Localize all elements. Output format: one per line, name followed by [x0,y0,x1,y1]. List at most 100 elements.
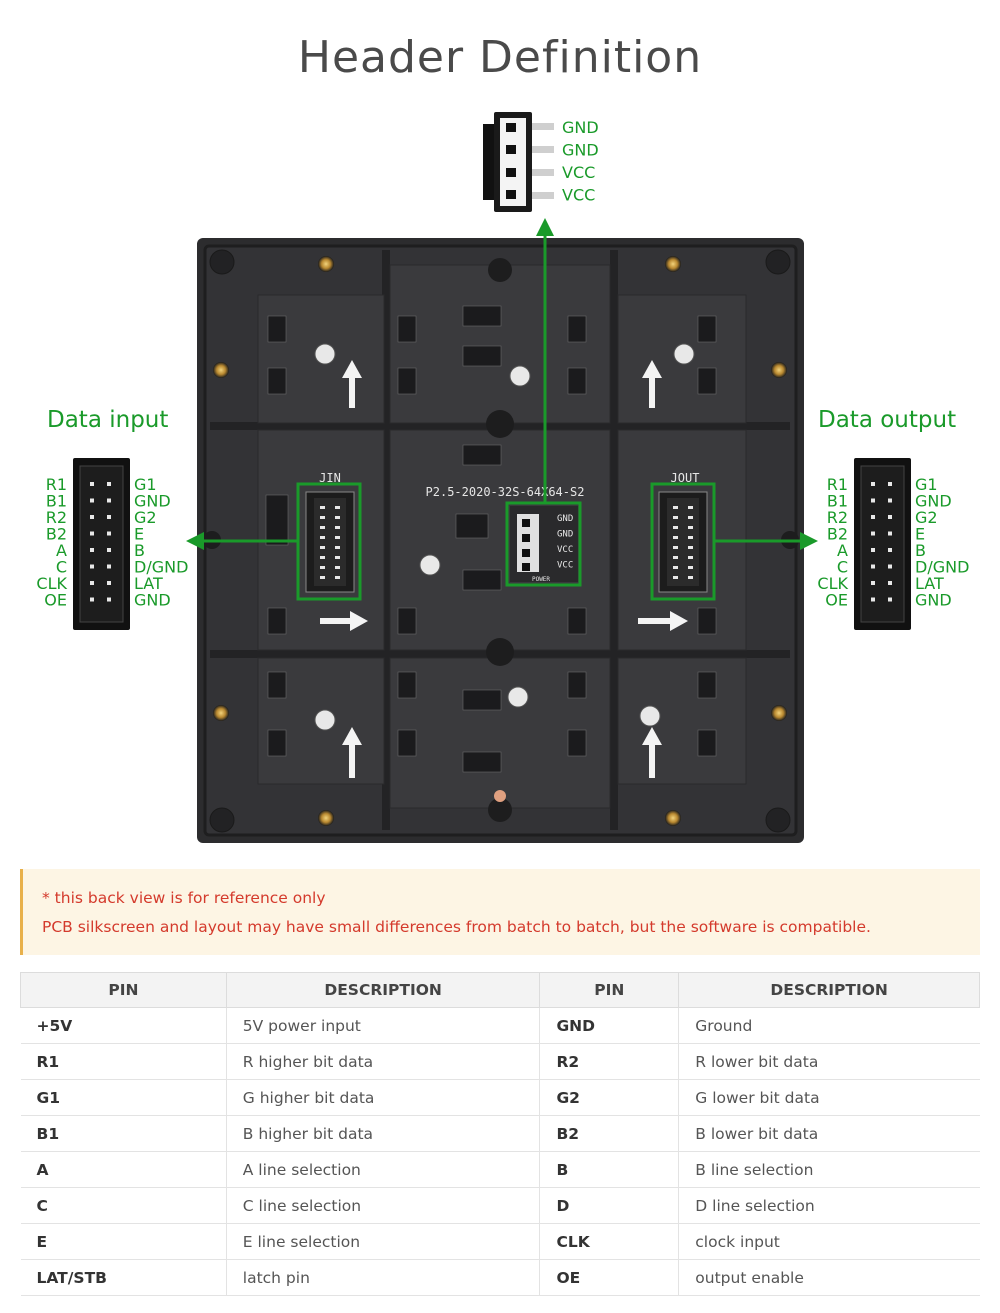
jout-board-connector [658,491,708,593]
data-input-left-pin-label: B2 [46,525,67,544]
description-cell: B higher bit data [225,1115,540,1152]
data-output-right-pin-label: D/GND [915,558,969,577]
page-title: Header Definition [297,32,703,83]
data-input-left-pin-label: C [56,558,67,577]
pin-hole [888,498,892,503]
data-input-right-pin-label: GND [134,492,171,511]
data-input-connector [73,458,130,630]
pin-hole [90,531,94,536]
pin-hole [688,546,693,549]
pin-cell: R2 [539,1043,679,1080]
header-description-2: DESCRIPTION [678,972,980,1008]
pin-hole [320,526,325,529]
description-cell: Ground [678,1007,980,1044]
pin-hole [320,506,325,509]
data-input-right-pin-label: B [134,541,145,560]
data-output-right-pin-label: GND [915,492,952,511]
data-input-right-pin-label: D/GND [134,558,188,577]
pin-cell: B1 [20,1115,227,1152]
pin-hole [107,515,111,519]
data-input-right-pin-label: GND [134,591,171,610]
description-cell: C line selection [225,1187,540,1224]
pin-cell: B [539,1151,679,1188]
pin-hole [107,564,111,569]
data-output-left-pin-label: A [837,541,848,560]
pin-hole [90,482,94,486]
description-cell: E line selection [225,1223,540,1260]
arrow-to-data-input [186,532,298,550]
pin-hole [871,564,875,569]
description-cell: latch pin [225,1259,540,1296]
pin-hole [320,576,325,579]
board-power-label: POWER [532,576,550,583]
pin-hole [871,482,875,486]
data-output-left-pin-label: OE [825,591,848,610]
jin-label: JIN [319,471,341,485]
pin-hole [107,597,111,602]
pin-hole [107,498,111,503]
pin-hole [688,506,693,509]
pin-cell: B2 [539,1115,679,1152]
pin-cell: A [20,1151,227,1188]
power-header-pin-label: VCC [562,163,595,182]
pin-hole [320,566,325,569]
data-output-left-pin-label: R2 [827,508,848,527]
data-input-right-pin-label: G1 [134,475,157,494]
arrow-to-power-header [536,218,554,503]
pin-cell: G1 [20,1079,227,1116]
header-pin-2: PIN [539,972,680,1008]
power-header-pin-label: GND [562,141,599,160]
pin-cell: LAT/STB [20,1259,227,1296]
pin-cell: CLK [539,1223,679,1260]
board-power-pin-label: GND [557,530,573,540]
board-model-text: P2.5-2020-32S-64X64-S2 [426,485,585,499]
pin-hole [335,516,340,519]
pin-hole [688,556,693,559]
data-output-right-pin-label: LAT [915,574,944,593]
pin-hole [888,597,892,602]
description-cell: clock input [678,1223,980,1260]
description-cell: G lower bit data [678,1079,980,1116]
header-pin-1: PIN [20,972,227,1008]
data-output-left-pin-label: R1 [827,475,848,494]
data-input-left-pin-label: B1 [46,492,67,511]
data-output-right-pin-label: G2 [915,508,938,527]
header-description-1: DESCRIPTION [225,972,541,1008]
data-output-left-pin-label: C [837,558,848,577]
data-output-connector [854,458,911,630]
note-line-1: * this back view is for reference only [42,889,326,907]
pin-hole [888,581,892,585]
pin-hole [90,515,94,519]
power-header-pin-label: GND [562,118,599,137]
pin-hole [673,516,678,519]
pin-hole [888,548,892,552]
data-input-left-pin-label: R2 [46,508,67,527]
pin-hole [107,581,111,585]
data-input-label: Data input [47,407,168,433]
description-cell: R higher bit data [225,1043,540,1080]
pin-hole [335,546,340,549]
power-header-pin-label: VCC [562,186,595,205]
description-cell: B lower bit data [678,1115,980,1152]
pin-hole [335,536,340,539]
data-output-right-pin-label: E [915,525,925,544]
data-input-left-pin-label: CLK [36,574,67,593]
pin-hole [90,564,94,569]
data-input-right-pin-label: LAT [134,574,163,593]
power-header-connector [483,112,554,212]
data-input-right-pin-label: E [134,525,144,544]
data-input-left-pin-label: OE [44,591,67,610]
pin-hole [688,576,693,579]
led-panel-board [197,238,804,843]
description-cell: D line selection [678,1187,980,1224]
data-input-right-pin-label: G2 [134,508,157,527]
data-output-label: Data output [818,407,956,433]
pin-hole [90,581,94,585]
pin-hole [871,498,875,503]
pin-hole [335,566,340,569]
board-power-pin-label: GND [557,514,573,524]
